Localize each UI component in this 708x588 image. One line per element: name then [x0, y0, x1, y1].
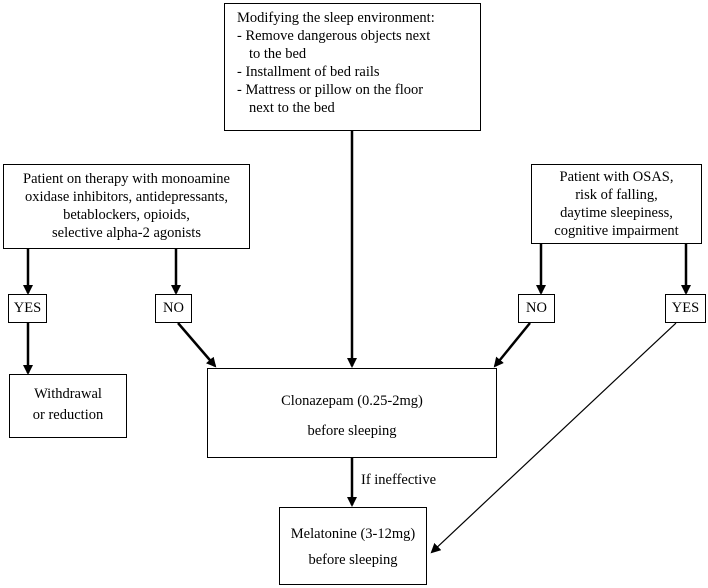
sleep-environment-box: Modifying the sleep environment: - Remov…: [224, 3, 481, 131]
melatonine-line-2: before sleeping: [308, 552, 398, 568]
melatonine-box: Melatonine (3-12mg) before sleeping: [279, 507, 427, 585]
right-no-label: NO: [526, 300, 547, 316]
right-yes-label: YES: [671, 300, 700, 316]
withdrawal-line-1: Withdrawal: [34, 386, 102, 402]
right-yes-box: YES: [665, 294, 706, 323]
env-line-4: - Installment of bed rails: [237, 64, 380, 80]
right-no-box: NO: [518, 294, 555, 323]
withdrawal-line-2: or reduction: [32, 407, 104, 423]
env-line-1: Modifying the sleep environment:: [237, 10, 435, 26]
arrow-right-yes-to-melatonine: [430, 322, 677, 554]
left-yes-box: YES: [8, 294, 47, 323]
therapy-line-4: selective alpha-2 agonists: [52, 225, 201, 241]
env-line-5: - Mattress or pillow on the floor: [237, 82, 424, 98]
therapy-line-3: betablockers, opioids,: [63, 207, 190, 223]
env-line-3: to the bed: [249, 46, 307, 62]
osas-risk-box: Patient with OSAS, risk of falling, dayt…: [531, 164, 702, 244]
therapy-line-1: Patient on therapy with monoamine: [23, 171, 230, 187]
osas-line-3: daytime sleepiness,: [560, 205, 673, 221]
clonazepam-line-2: before sleeping: [307, 423, 397, 439]
medication-therapy-box: Patient on therapy with monoamine oxidas…: [3, 164, 250, 249]
melatonine-line-1: Melatonine (3-12mg): [290, 526, 416, 542]
clonazepam-line-1: Clonazepam (0.25-2mg): [281, 393, 423, 409]
env-line-2: - Remove dangerous objects next: [237, 28, 431, 44]
osas-line-2: risk of falling,: [575, 187, 658, 203]
clonazepam-box: Clonazepam (0.25-2mg) before sleeping: [207, 368, 497, 458]
left-no-label: NO: [163, 300, 184, 316]
withdrawal-box: Withdrawal or reduction: [9, 374, 127, 438]
arrow-left-no-to-clonazepam: [177, 322, 217, 368]
arrow-right-no-to-clonazepam: [493, 322, 531, 368]
osas-line-1: Patient with OSAS,: [559, 169, 674, 185]
osas-line-4: cognitive impairment: [554, 223, 679, 239]
if-ineffective-label: If ineffective: [361, 472, 437, 488]
therapy-line-2: oxidase inhibitors, antidepressants,: [25, 189, 228, 205]
left-no-box: NO: [155, 294, 192, 323]
env-line-6: next to the bed: [249, 100, 335, 116]
left-yes-label: YES: [13, 300, 42, 316]
